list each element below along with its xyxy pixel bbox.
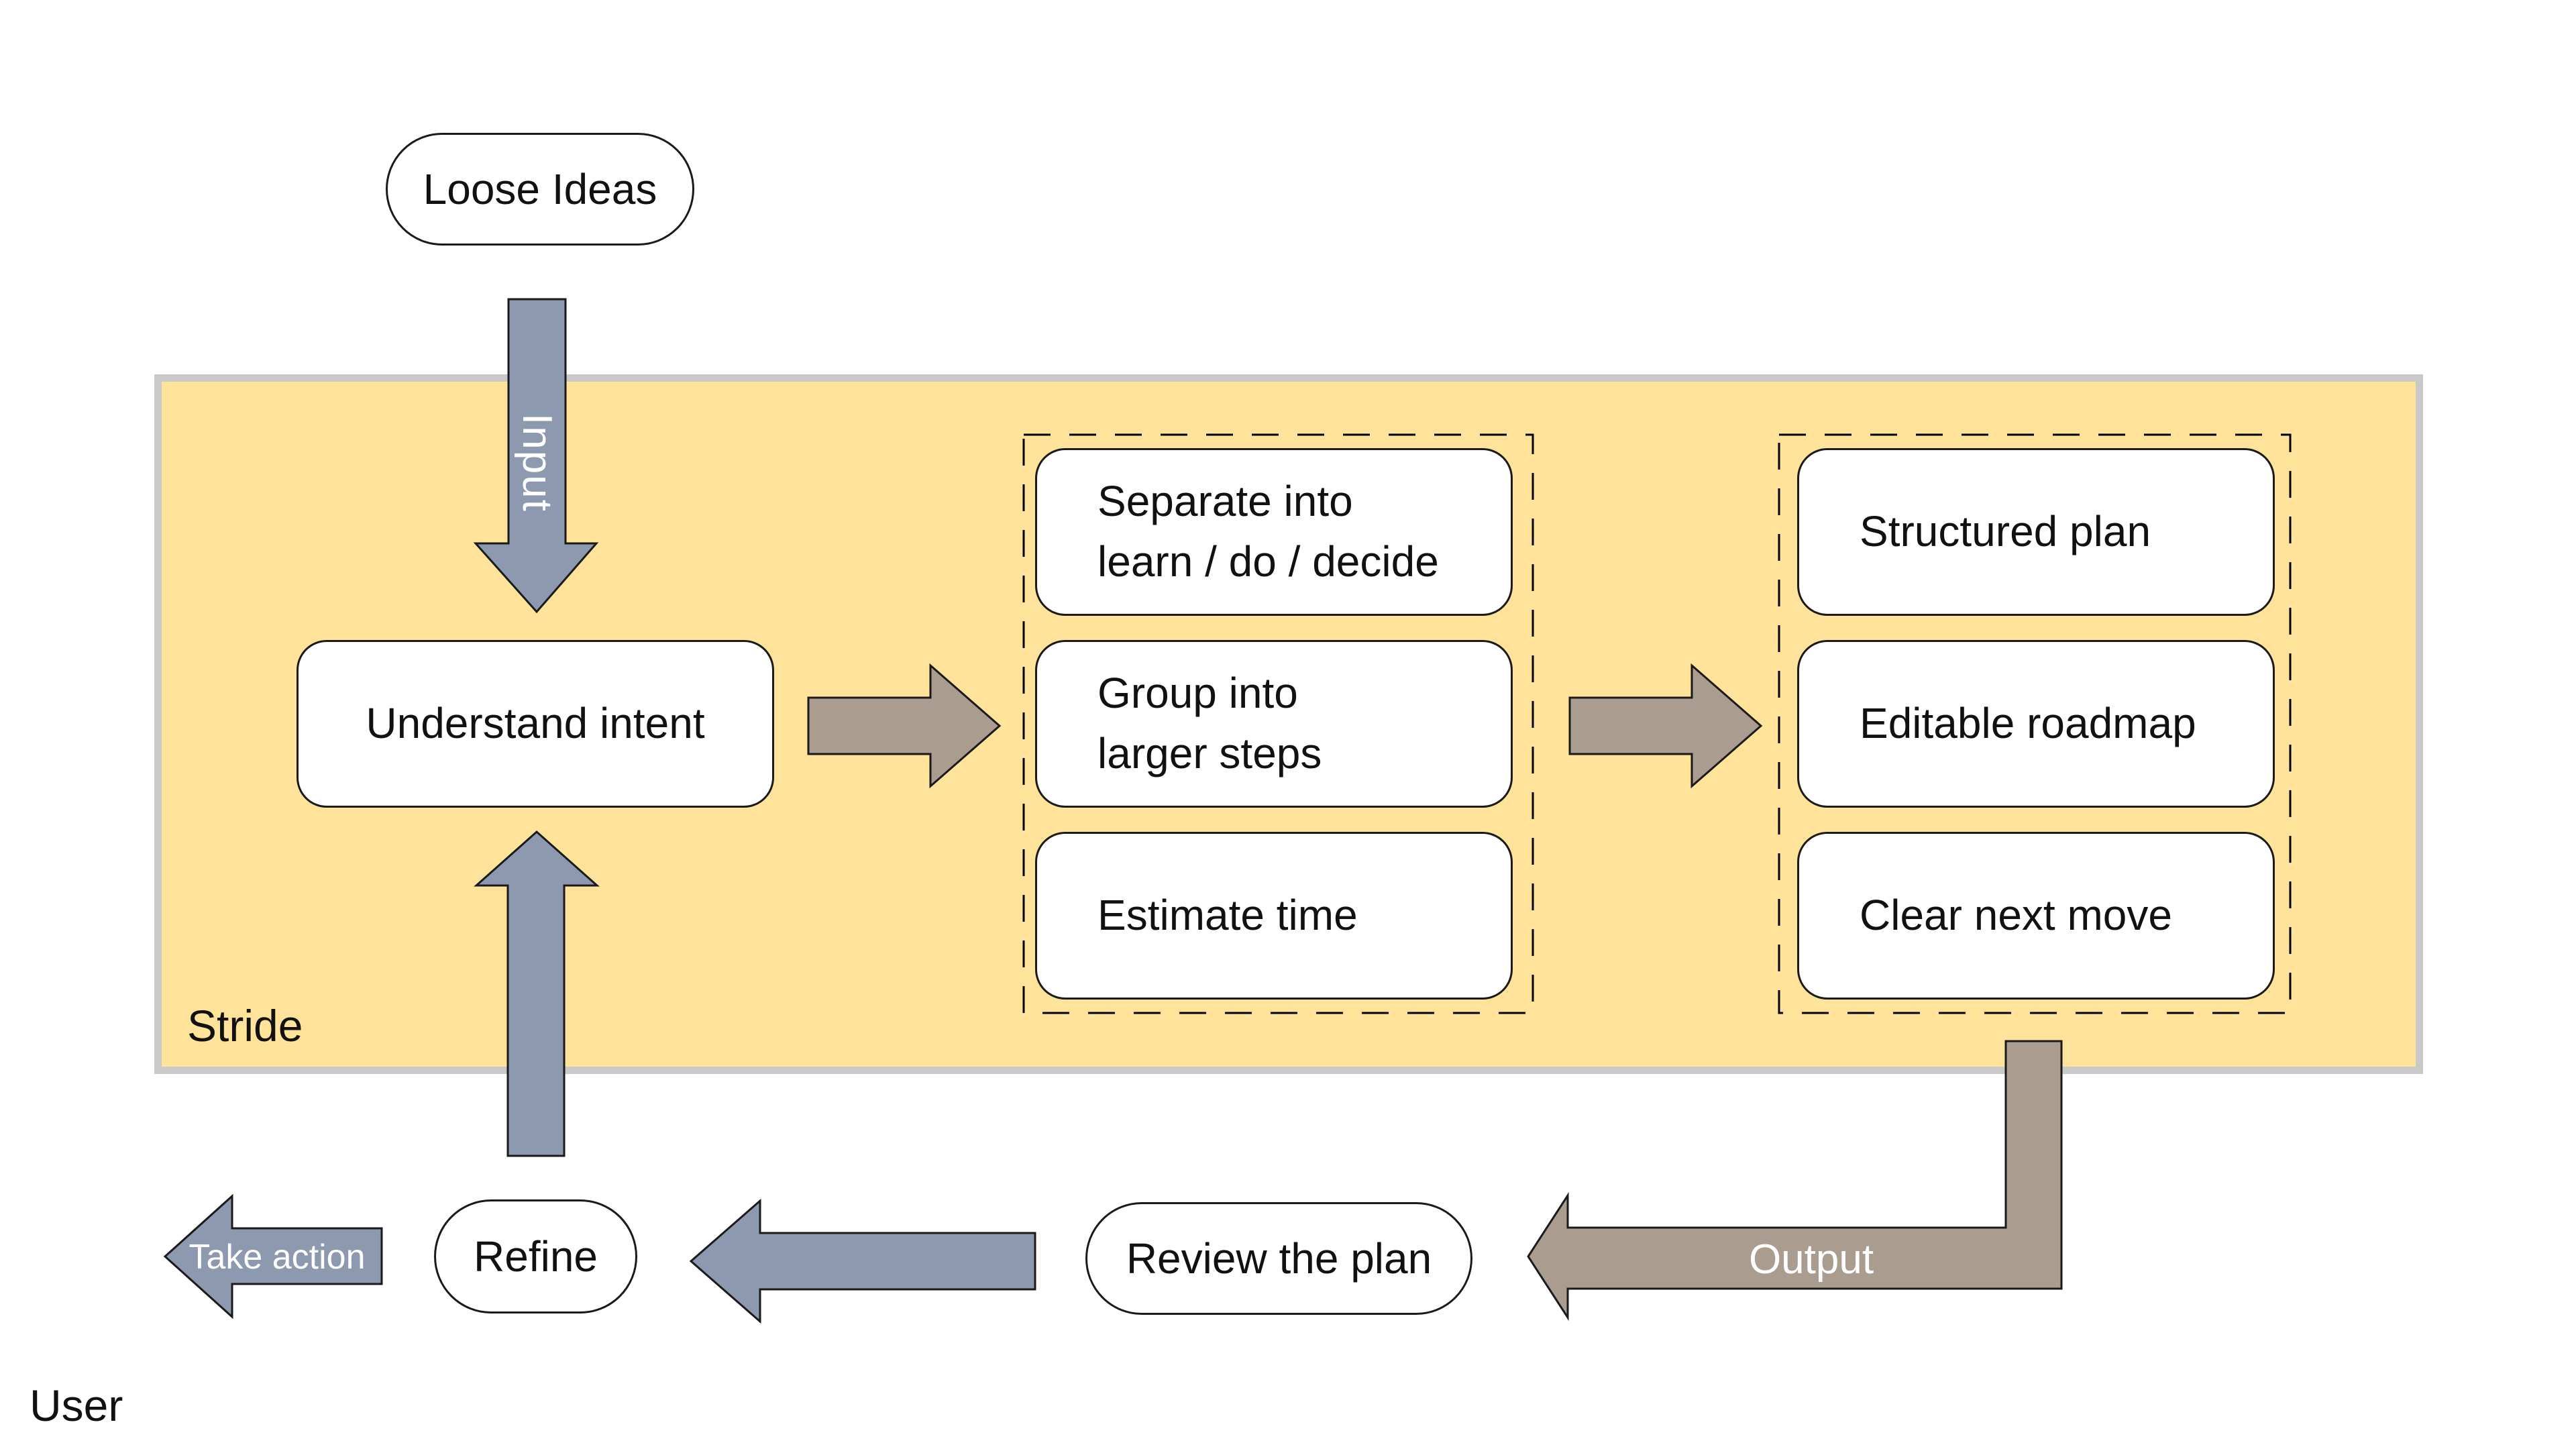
review-to-refine-arrow [689,1198,1036,1324]
output-elbow-arrow [1527,1040,2063,1322]
node-loose-ideas: Loose Ideas [386,133,694,246]
node-clear-next-move-label: Clear next move [1860,891,2172,940]
node-refine-label: Refine [474,1232,598,1281]
node-separate: Separate into learn / do / decide [1035,448,1513,616]
input-arrow-label: Input [514,413,560,513]
node-review-the-plan: Review the plan [1085,1202,1472,1315]
breakdown-group-outline [1022,433,1534,1014]
stride-panel-label: Stride [187,1001,303,1051]
node-structured-plan-label: Structured plan [1860,507,2151,556]
input-arrow [473,298,599,614]
node-separate-line1: Separate into [1097,477,1353,526]
node-understand-intent-label: Understand intent [366,699,705,748]
node-group-line1: Group into [1097,669,1298,718]
node-estimate-time-label: Estimate time [1097,891,1358,940]
node-refine: Refine [434,1199,637,1313]
output-arrow-label: Output [1748,1236,1874,1283]
results-group-outline [1778,433,2292,1014]
take-action-arrow [163,1193,383,1320]
refine-up-arrow [474,830,600,1157]
node-separate-line2: learn / do / decide [1097,537,1439,586]
node-clear-next-move: Clear next move [1797,832,2275,1000]
user-caption: User [30,1381,123,1430]
intent-to-breakdown-arrow [807,663,1002,789]
node-editable-roadmap: Editable roadmap [1797,640,2275,808]
node-group-line2: larger steps [1097,729,1322,777]
breakdown-to-results-arrow [1568,663,1763,789]
node-editable-roadmap-label: Editable roadmap [1860,699,2196,748]
node-structured-plan: Structured plan [1797,448,2275,616]
node-understand-intent: Understand intent [297,640,774,808]
node-group: Group into larger steps [1035,640,1513,808]
node-review-the-plan-label: Review the plan [1126,1234,1432,1283]
node-loose-ideas-label: Loose Ideas [423,165,657,213]
take-action-arrow-label: Take action [189,1238,366,1277]
node-estimate-time: Estimate time [1035,832,1513,1000]
